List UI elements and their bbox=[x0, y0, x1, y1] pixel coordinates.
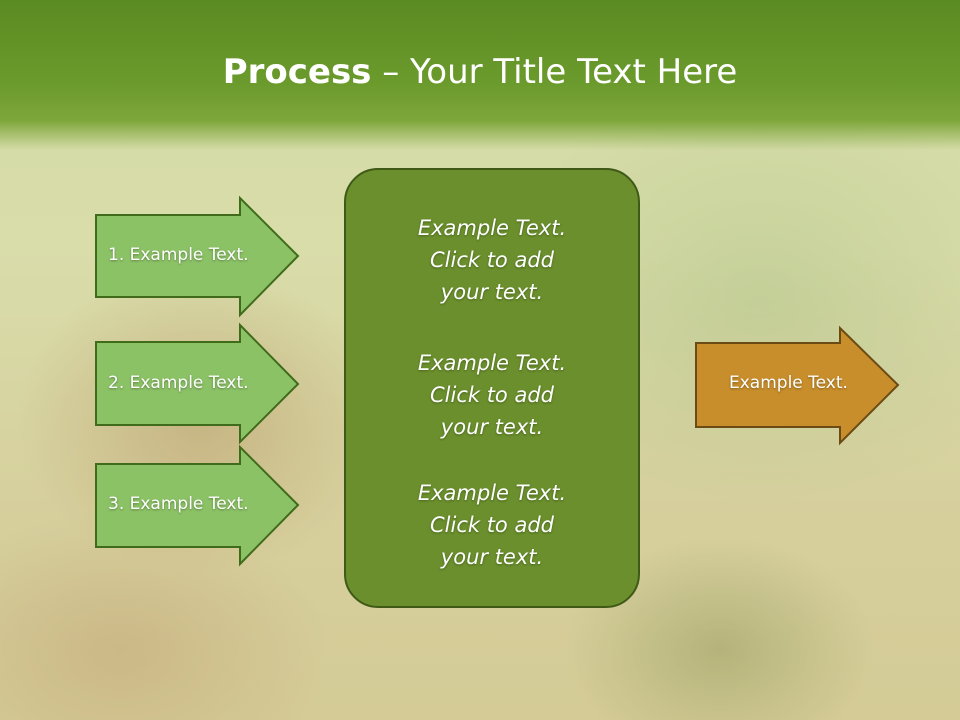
center-block-1-line2: Click to add bbox=[429, 248, 554, 272]
left-arrow-3[interactable] bbox=[95, 444, 300, 567]
center-text-box[interactable] bbox=[344, 168, 640, 608]
title-bar bbox=[0, 0, 960, 150]
center-block-3: Example Text. Click to add your text. bbox=[344, 477, 640, 573]
left-arrow-3-label: 3. Example Text. bbox=[108, 494, 249, 514]
center-block-3-line1: Example Text. bbox=[417, 481, 567, 505]
center-block-2-line1: Example Text. bbox=[417, 351, 567, 375]
right-arrow-label: Example Text. bbox=[729, 373, 848, 393]
center-block-2-line2: Click to add bbox=[429, 383, 554, 407]
center-block-1-line3: your text. bbox=[440, 280, 544, 304]
center-block-1-line1: Example Text. bbox=[417, 216, 567, 240]
center-block-1: Example Text. Click to add your text. bbox=[344, 212, 640, 308]
center-block-2: Example Text. Click to add your text. bbox=[344, 347, 640, 443]
title-bold: Process bbox=[222, 52, 372, 92]
left-arrow-1-label: 1. Example Text. bbox=[108, 245, 249, 265]
left-arrow-2-label: 2. Example Text. bbox=[108, 373, 249, 393]
title-rest: – Your Title Text Here bbox=[371, 52, 738, 92]
center-block-3-line2: Click to add bbox=[429, 513, 554, 537]
center-block-3-line3: your text. bbox=[440, 545, 544, 569]
right-arrow[interactable] bbox=[695, 325, 900, 446]
left-arrow-1[interactable] bbox=[95, 195, 300, 318]
center-block-2-line3: your text. bbox=[440, 415, 544, 439]
slide-title[interactable]: Process – Your Title Text Here bbox=[0, 52, 960, 92]
left-arrow-2[interactable] bbox=[95, 322, 300, 445]
